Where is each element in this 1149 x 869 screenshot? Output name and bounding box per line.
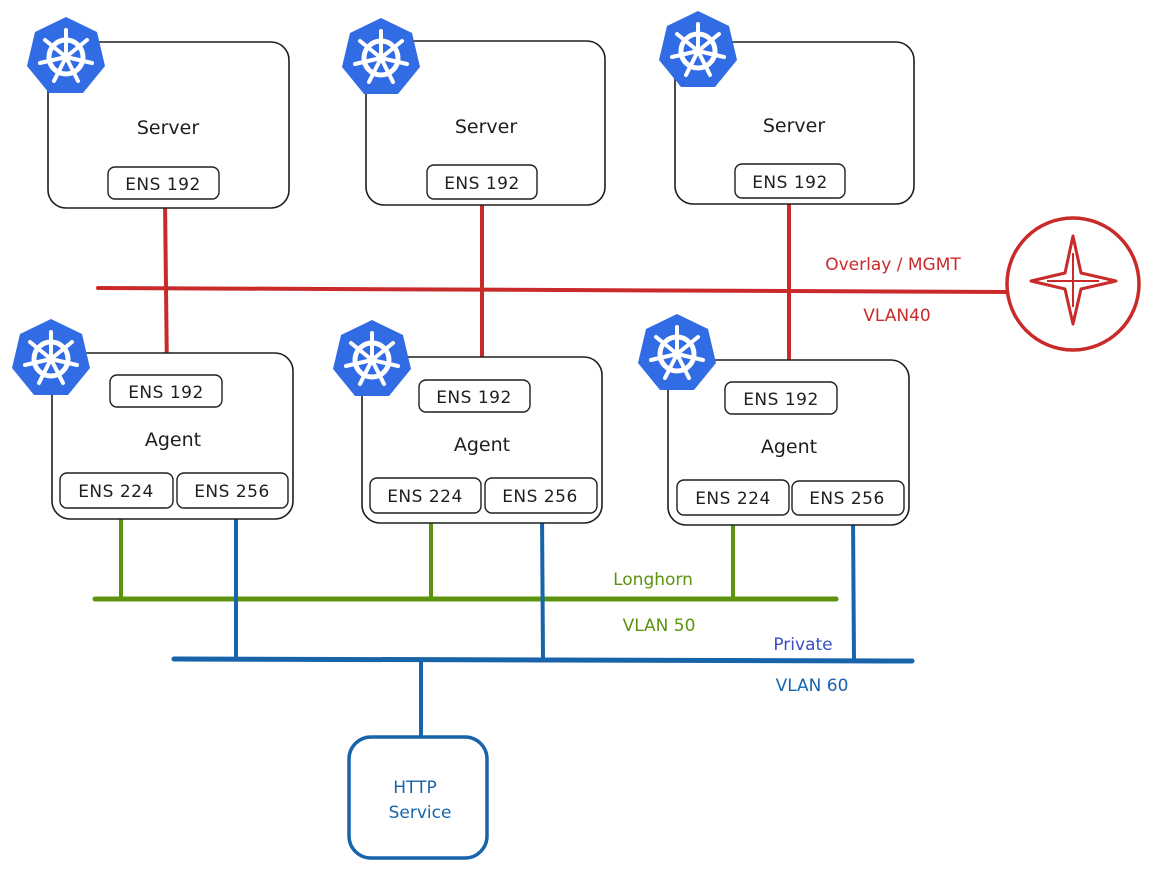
agent-nic-ens256[interactable]: ENS 256 bbox=[484, 477, 598, 514]
private-vlan-label: VLAN 60 bbox=[776, 676, 849, 696]
router-icon bbox=[1029, 234, 1118, 326]
longhorn-vlan-label: VLAN 50 bbox=[623, 616, 696, 636]
agent-nic-label: ENS 192 bbox=[128, 383, 204, 403]
agent-nic-label: ENS 256 bbox=[194, 482, 270, 502]
agent-nic-label: ENS 224 bbox=[78, 482, 154, 502]
agent-nic-ens192[interactable]: ENS 192 bbox=[418, 379, 531, 413]
longhorn-network-label: Longhorn bbox=[613, 570, 693, 590]
service-label-line1: HTTP bbox=[393, 778, 437, 798]
agent-nic-ens256[interactable]: ENS 256 bbox=[791, 480, 905, 516]
server-node-3[interactable]: Server ENS 192 bbox=[659, 11, 915, 205]
server-label: Server bbox=[137, 117, 199, 139]
http-service-node[interactable]: HTTP Service bbox=[347, 735, 489, 860]
router-node[interactable] bbox=[1005, 216, 1141, 352]
agent-nic-ens224[interactable]: ENS 224 bbox=[369, 477, 482, 514]
agent-node-1[interactable]: ENS 192 Agent ENS 224 ENS 256 bbox=[12, 319, 294, 520]
server-nic-label: ENS 192 bbox=[752, 173, 828, 193]
agent-nic-ens224[interactable]: ENS 224 bbox=[59, 472, 174, 509]
private-network-label: Private bbox=[773, 635, 832, 655]
agent-nic-label: ENS 192 bbox=[743, 390, 819, 410]
agent-nic-label: ENS 256 bbox=[809, 489, 885, 509]
private-link-3 bbox=[851, 515, 856, 662]
agent-nic-ens192[interactable]: ENS 192 bbox=[724, 381, 838, 415]
server-node-1[interactable]: Server ENS 192 bbox=[27, 17, 290, 209]
overlay-link-1 bbox=[163, 199, 169, 377]
server-nic-label: ENS 192 bbox=[444, 174, 520, 194]
agent-nic-ens256[interactable]: ENS 256 bbox=[176, 472, 289, 509]
server-nic[interactable]: ENS 192 bbox=[734, 163, 846, 199]
service-label-line2: Service bbox=[389, 803, 452, 823]
agent-label: Agent bbox=[145, 429, 201, 451]
server-nic[interactable]: ENS 192 bbox=[426, 164, 538, 200]
agent-label: Agent bbox=[761, 436, 817, 458]
agent-label: Agent bbox=[454, 434, 510, 456]
private-link-2 bbox=[540, 513, 545, 661]
agent-nic-ens192[interactable]: ENS 192 bbox=[109, 374, 223, 408]
agent-node-3[interactable]: ENS 192 Agent ENS 224 ENS 256 bbox=[638, 314, 910, 526]
server-label: Server bbox=[455, 116, 517, 138]
server-label: Server bbox=[763, 115, 825, 137]
server-nic[interactable]: ENS 192 bbox=[107, 166, 220, 200]
overlay-network-label: Overlay / MGMT bbox=[825, 255, 961, 275]
agent-node-2[interactable]: ENS 192 Agent ENS 224 ENS 256 bbox=[333, 320, 603, 524]
agent-nic-label: ENS 192 bbox=[436, 388, 512, 408]
overlay-vlan-label: VLAN40 bbox=[863, 306, 930, 326]
server-nic-label: ENS 192 bbox=[125, 175, 201, 195]
agent-nic-label: ENS 224 bbox=[387, 487, 463, 507]
agent-nic-ens224[interactable]: ENS 224 bbox=[676, 479, 790, 516]
agent-nic-label: ENS 256 bbox=[502, 487, 578, 507]
overlay-bus bbox=[96, 286, 1012, 294]
agent-nic-label: ENS 224 bbox=[695, 489, 771, 509]
server-node-2[interactable]: Server ENS 192 bbox=[342, 18, 606, 206]
